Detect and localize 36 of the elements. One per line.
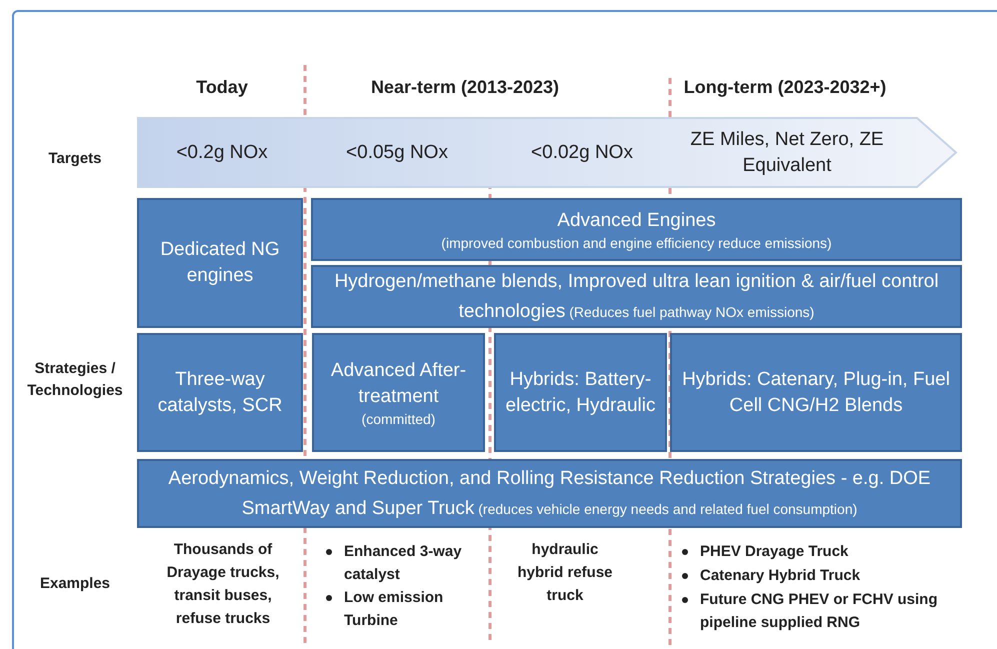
box-title: Advanced After-treatment [330,358,468,408]
box-note: (committed) [362,410,436,428]
example-text: hydraulic hybrid refuse truck [516,540,614,606]
strategy-box [137,198,303,328]
strategy-box [494,333,667,452]
row-heading: Examples [38,574,112,594]
strategy-box [670,333,962,452]
box-title: Advanced Engines [557,208,716,232]
target-text: <0.02g NOx [530,140,634,164]
strategy-box [137,459,962,528]
box-title: Hybrids: Battery-electric, Hydraulic [504,368,656,418]
box-title: Dedicated NG engines [159,238,281,288]
target-text: <0.05g NOx [345,140,449,164]
example-text: Thousands of Drayage trucks, transit buses, refuse trucks [166,540,280,629]
example-bullet-item: Low emission Turbine [322,586,472,632]
target-text: <0.2g NOx [175,140,269,164]
period-heading: Today [195,76,249,98]
targets-chevron [137,117,958,188]
strategy-box [311,265,962,328]
box-title: Hybrids: Catenary, Plug-in, Fuel Cell CNG/H2 Blends [681,368,951,418]
strategy-box [311,198,962,261]
example-bullet-item: Catenary Hybrid Truck [678,564,993,587]
target-text: ZE Miles, Net Zero, ZE Equivalent [689,128,885,178]
strategy-box [312,333,485,452]
period-heading: Long-term (2023-2032+) [682,76,888,98]
row-heading: Targets [47,149,103,169]
strategy-box [137,333,303,452]
example-bullet-item: Future CNG PHEV or FCHV using pipeline supplied RNG [678,588,993,634]
example-bullet-item: Enhanced 3-way catalyst [322,540,472,586]
example-bullet-item: PHEV Drayage Truck [678,540,993,563]
row-heading: Strategies / Technologies [26,359,124,401]
box-text: Aerodynamics, Weight Reduction, and Rolling Resistance Reduction Strategies - e.g. DOE SmartWay and Super Truck (reduces vehicle energy needs and related fuel consumption) [167,466,932,520]
period-heading: Near-term (2013-2023) [370,76,560,98]
box-title: Three-way catalysts, SCR [156,368,284,418]
box-note: (improved combustion and engine efficiency reduce emissions) [441,234,832,252]
box-text: Hydrogen/methane blends, Improved ultra lean ignition & air/fuel control technologies (Reduces fuel pathway NOx emissions) [333,270,940,324]
